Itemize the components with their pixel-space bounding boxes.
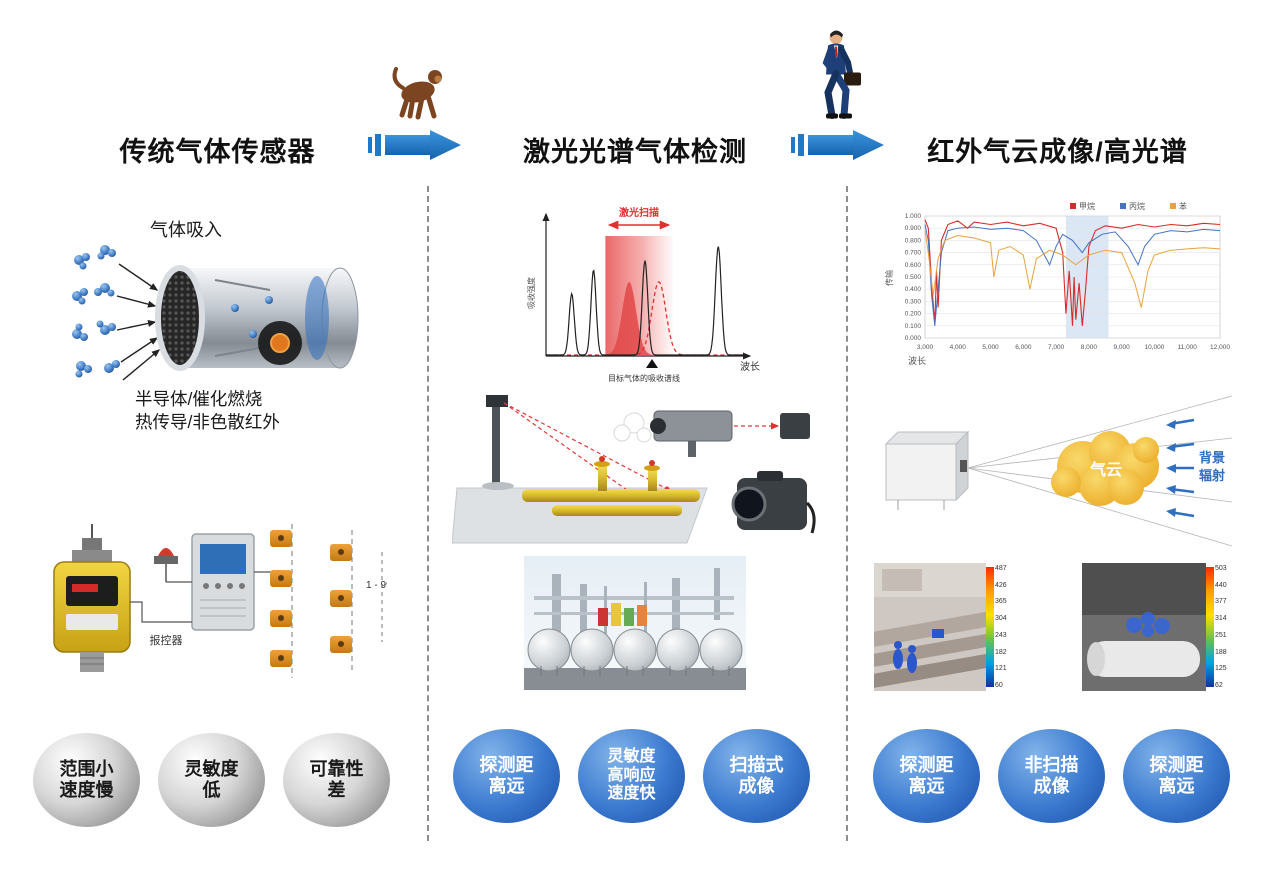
laser-rangefinder — [613, 410, 810, 457]
laser-pole — [482, 395, 514, 490]
target-line-label: 目标气体的吸收谱线 — [608, 373, 680, 383]
svg-text:丙烷: 丙烷 — [1129, 201, 1145, 211]
camera-lens — [960, 460, 967, 472]
chart-legend: 甲烷 丙烷 苯 — [1070, 201, 1187, 211]
thermal-colorbar — [1206, 567, 1214, 687]
svg-text:4,000: 4,000 — [950, 344, 967, 351]
detected-gas-spot — [932, 629, 944, 638]
background-radiation-label-line2: 辐射 — [1199, 468, 1225, 483]
series-benzene — [924, 230, 1221, 308]
svg-text:5,000: 5,000 — [982, 344, 999, 351]
thermal-scene-tank — [1082, 563, 1206, 691]
spectrum-ylabel: 吸收强度 — [526, 277, 536, 309]
column-title-traditional: 传统气体传感器 — [119, 137, 316, 167]
svg-text:甲烷: 甲烷 — [1079, 201, 1095, 211]
radiation-arrows — [1166, 418, 1195, 518]
refinery-photo — [524, 556, 746, 690]
advantage-bubble: 探测距 离远 — [453, 729, 560, 823]
gas-pipes — [522, 456, 700, 516]
svg-text:0.200: 0.200 — [905, 311, 922, 318]
spectrum-xlabel: 波长 — [740, 360, 760, 373]
controller-box — [130, 533, 280, 631]
thermal-colorbar — [986, 567, 994, 687]
arrow-right-icon — [791, 130, 884, 160]
detector-network: 1 - 99 — [270, 524, 387, 678]
column-title-laser: 激光光谱气体检测 — [523, 137, 747, 167]
limitation-bubble: 灵敏度 低 — [158, 733, 265, 827]
alarm-beacon — [154, 548, 178, 582]
intake-arrows — [116, 263, 161, 381]
svg-text:0.300: 0.300 — [905, 298, 922, 305]
transmission-xlabel: 波长 — [908, 355, 926, 366]
gas-molecules — [72, 245, 120, 378]
svg-text:0.500: 0.500 — [905, 274, 922, 281]
svg-text:0.400: 0.400 — [905, 286, 922, 293]
limitation-bubble: 可靠性 差 — [283, 733, 390, 827]
detector-range-label: 1 - 99 — [366, 580, 387, 591]
svg-text:12,000: 12,000 — [1210, 344, 1230, 351]
gas-intake-label: 气体吸入 — [150, 220, 222, 240]
column-divider — [846, 186, 848, 841]
svg-text:0.700: 0.700 — [905, 250, 922, 257]
controller-label: 报控器 — [150, 633, 183, 647]
detected-person — [893, 641, 917, 673]
sensor-principle-text: 半导体/催化燃烧 热传导/非色散红外 — [135, 389, 280, 432]
advantage-bubble: 探测距 离远 — [1123, 729, 1230, 823]
storage-tank — [1088, 641, 1200, 677]
gas-cloud-imaging-diagram: 气云 背景 辐射 — [884, 395, 1233, 547]
svg-text:0.600: 0.600 — [905, 262, 922, 269]
series-propane — [924, 224, 1221, 326]
svg-text:11,000: 11,000 — [1178, 344, 1198, 351]
advantage-bubble: 非扫描 成像 — [998, 729, 1105, 823]
svg-text:10,000: 10,000 — [1144, 344, 1164, 351]
svg-text:0.900: 0.900 — [905, 225, 922, 232]
sensor-mesh-face — [155, 265, 205, 371]
colored-tanks — [598, 603, 647, 626]
svg-text:1.000: 1.000 — [905, 213, 922, 220]
svg-text:苯: 苯 — [1179, 201, 1187, 211]
advantage-bubble: 扫描式 成像 — [703, 729, 810, 823]
laser-scan-label: 激光扫描 — [619, 206, 659, 219]
column-title-infrared: 红外气云成像/高光谱 — [927, 137, 1188, 167]
chart-ticks: 0.000 0.100 0.200 0.300 0.400 0.500 0.600 0.700… — [905, 213, 1231, 351]
gas-cloud-label: 气云 — [1089, 460, 1122, 479]
gas-sensor-illustration — [72, 245, 359, 381]
svg-text:9,000: 9,000 — [1114, 344, 1131, 351]
advantage-bubble: 灵敏度 高响应 速度快 — [578, 729, 685, 823]
transmission-spectrum-chart: 0.000 0.100 0.200 0.300 0.400 0.500 0.600 0.700… — [884, 201, 1231, 366]
svg-text:3,000: 3,000 — [917, 344, 934, 351]
infrared-camera-box — [884, 430, 970, 510]
detector-system-illustration: 报控器 — [53, 524, 387, 678]
svg-text:0.000: 0.000 — [905, 335, 922, 342]
svg-text:0.100: 0.100 — [905, 323, 922, 330]
sensor-body — [155, 265, 359, 371]
gas-cloud: 气云 — [1051, 431, 1159, 506]
gas-camera — [731, 471, 816, 534]
svg-text:0.800: 0.800 — [905, 237, 922, 244]
svg-text:7,000: 7,000 — [1048, 344, 1065, 351]
gas-detector-device — [53, 524, 131, 672]
background-radiation-label-line1: 背景 — [1199, 450, 1225, 465]
svg-text:8,000: 8,000 — [1081, 344, 1098, 351]
arrow-right-icon — [368, 130, 461, 160]
monkey-icon — [392, 67, 442, 120]
thermal-scene-pipes — [874, 563, 986, 691]
target-marker-icon — [646, 359, 658, 368]
spherical-tanks — [527, 628, 743, 676]
svg-text:6,000: 6,000 — [1015, 344, 1032, 351]
limitation-bubble: 范围小 速度慢 — [33, 733, 140, 827]
laser-detection-scene — [452, 395, 816, 544]
transmission-ylabel: 传输 — [884, 270, 894, 286]
detected-gas-plume — [1126, 612, 1170, 637]
laser-spectrum-chart: 激光扫描 吸收强度 波长 目标气体的吸收谱线 — [526, 206, 760, 383]
laser-beam — [503, 402, 668, 496]
column-divider — [427, 186, 429, 841]
walking-man-icon — [822, 30, 861, 119]
heater-coil — [270, 333, 290, 353]
advantage-bubble: 探测距 离远 — [873, 729, 980, 823]
